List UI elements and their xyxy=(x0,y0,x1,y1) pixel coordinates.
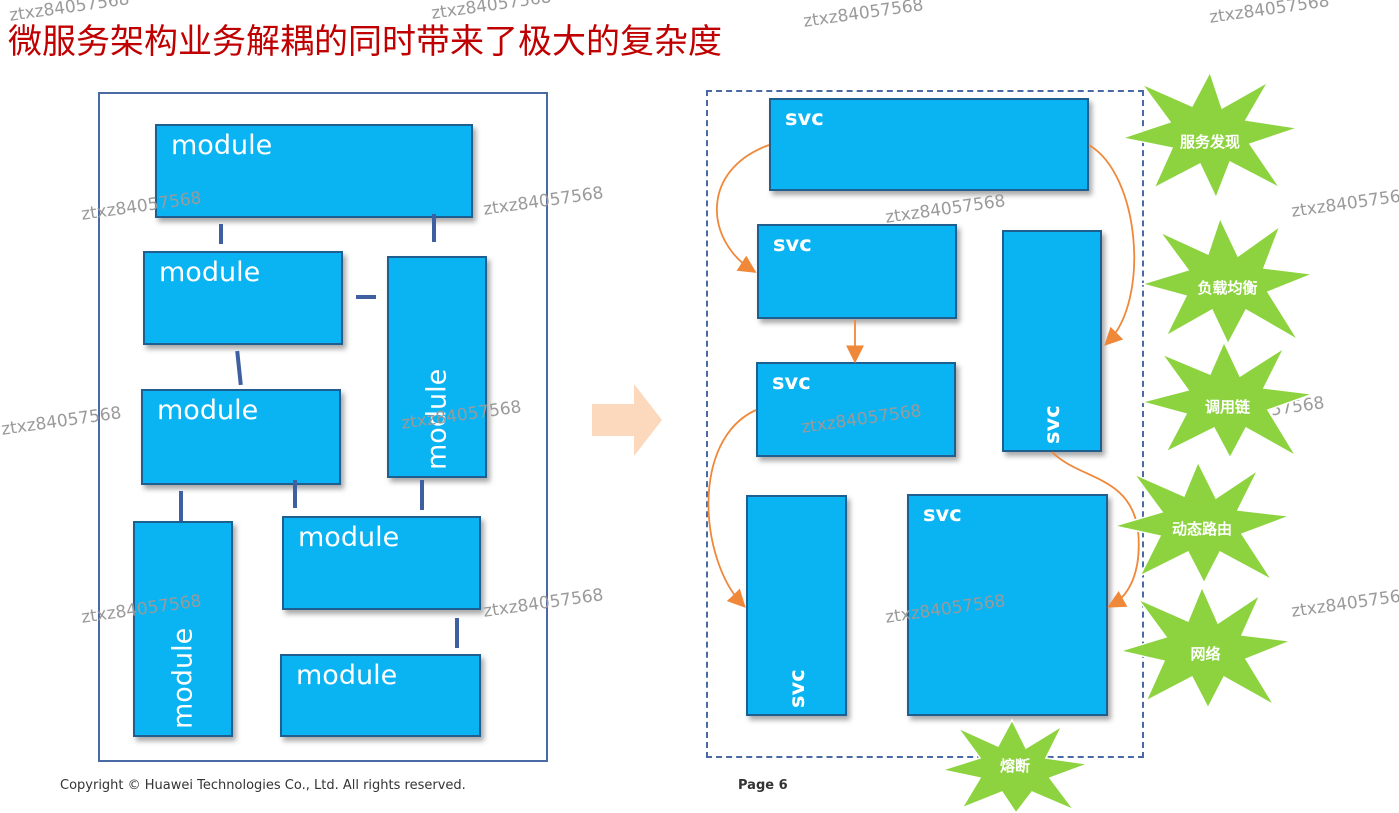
transition-arrow xyxy=(592,384,662,456)
copyright-footer: Copyright © Huawei Technologies Co., Ltd… xyxy=(60,778,466,793)
svc-box: svc xyxy=(1002,230,1102,452)
microservice-panel xyxy=(706,90,1144,758)
concern-label: 调用链 xyxy=(1204,397,1250,416)
slide-title: 微服务架构业务解耦的同时带来了极大的复杂度 xyxy=(8,22,722,62)
svc-box: svc xyxy=(757,224,957,319)
module-label: module xyxy=(157,395,259,426)
concern-burst: 动态路由 xyxy=(1112,460,1292,585)
module-label: module xyxy=(296,660,398,691)
call-arrow xyxy=(1088,144,1136,346)
module-box: module xyxy=(133,521,233,737)
module-connector xyxy=(432,214,436,242)
module-box: module xyxy=(141,389,341,485)
call-arrow xyxy=(707,409,757,608)
module-connector xyxy=(179,491,183,521)
module-box: module xyxy=(282,516,481,610)
concern-burst: 熔断 xyxy=(939,718,1090,813)
page-number: Page 6 xyxy=(738,778,788,793)
module-connector xyxy=(293,480,297,508)
module-connector xyxy=(420,480,424,510)
module-connector xyxy=(356,295,376,299)
concern-burst: 网络 xyxy=(1117,585,1293,710)
svc-box: svc xyxy=(746,495,847,716)
svc-box: svc xyxy=(756,362,956,457)
concern-burst: 负载均衡 xyxy=(1139,215,1315,346)
monolith-panel xyxy=(98,92,548,762)
concern-burst: 服务发现 xyxy=(1119,70,1300,200)
module-label: module xyxy=(171,130,273,161)
concern-label: 网络 xyxy=(1190,645,1221,663)
concern-label: 负载均衡 xyxy=(1197,278,1258,297)
module-label: module xyxy=(159,257,261,288)
svc-label: svc xyxy=(785,106,824,130)
module-connector xyxy=(455,618,459,648)
svc-box: svc xyxy=(769,98,1089,191)
module-box: module xyxy=(280,654,481,737)
call-arrow xyxy=(715,144,770,273)
module-box: module xyxy=(143,251,343,345)
concern-burst: 调用链 xyxy=(1139,340,1315,460)
svc-label: svc xyxy=(772,370,811,394)
module-label: module xyxy=(298,522,400,553)
module-connector xyxy=(219,224,223,244)
svc-label: svc xyxy=(923,502,962,526)
concern-label: 熔断 xyxy=(999,757,1030,775)
concern-label: 服务发现 xyxy=(1179,132,1240,151)
svc-box: svc xyxy=(907,494,1108,716)
module-box: module xyxy=(155,124,473,218)
module-box: module xyxy=(387,256,487,478)
concern-label: 动态路由 xyxy=(1171,520,1232,538)
svc-label: svc xyxy=(773,232,812,256)
